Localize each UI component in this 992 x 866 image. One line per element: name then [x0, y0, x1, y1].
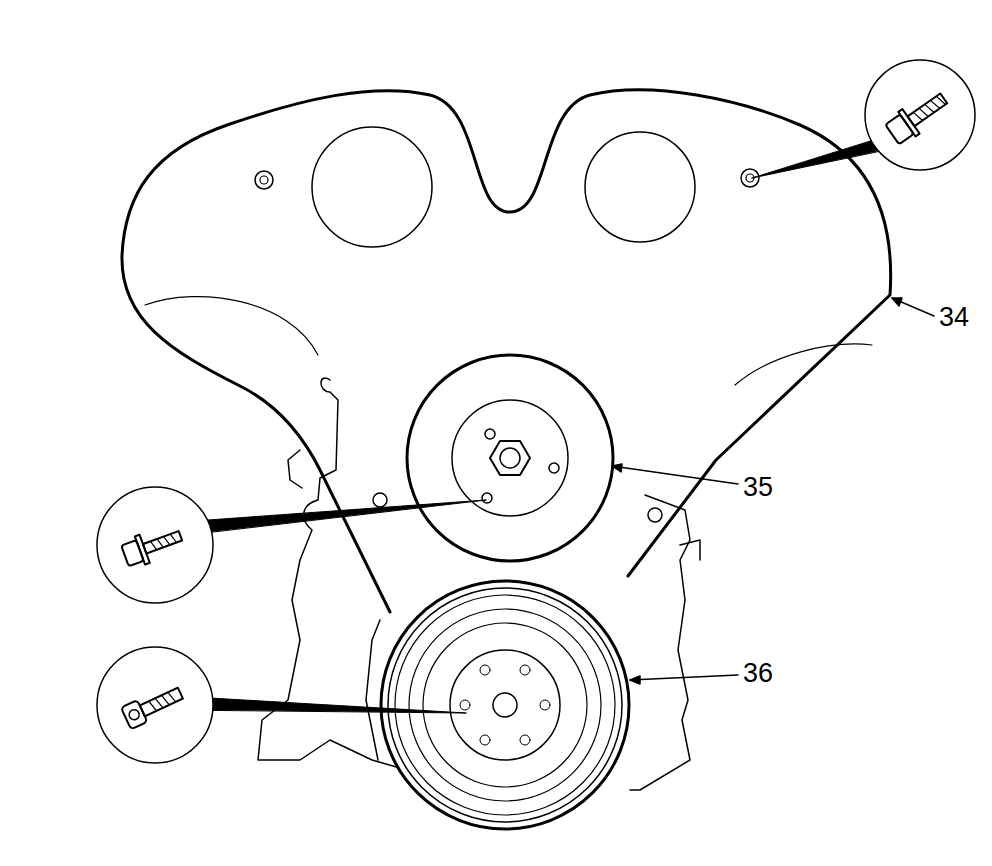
callout-number: 36	[742, 660, 774, 687]
bolt-callout	[752, 60, 975, 178]
leader-line	[612, 298, 934, 684]
bolt-callout	[97, 647, 466, 763]
timing-cover	[122, 90, 891, 612]
callout-number: 34	[938, 304, 970, 331]
bolt-callout	[97, 487, 486, 603]
callout-number: 35	[742, 474, 774, 501]
idler-pulley	[407, 355, 613, 561]
crankshaft-pulley	[381, 581, 629, 829]
